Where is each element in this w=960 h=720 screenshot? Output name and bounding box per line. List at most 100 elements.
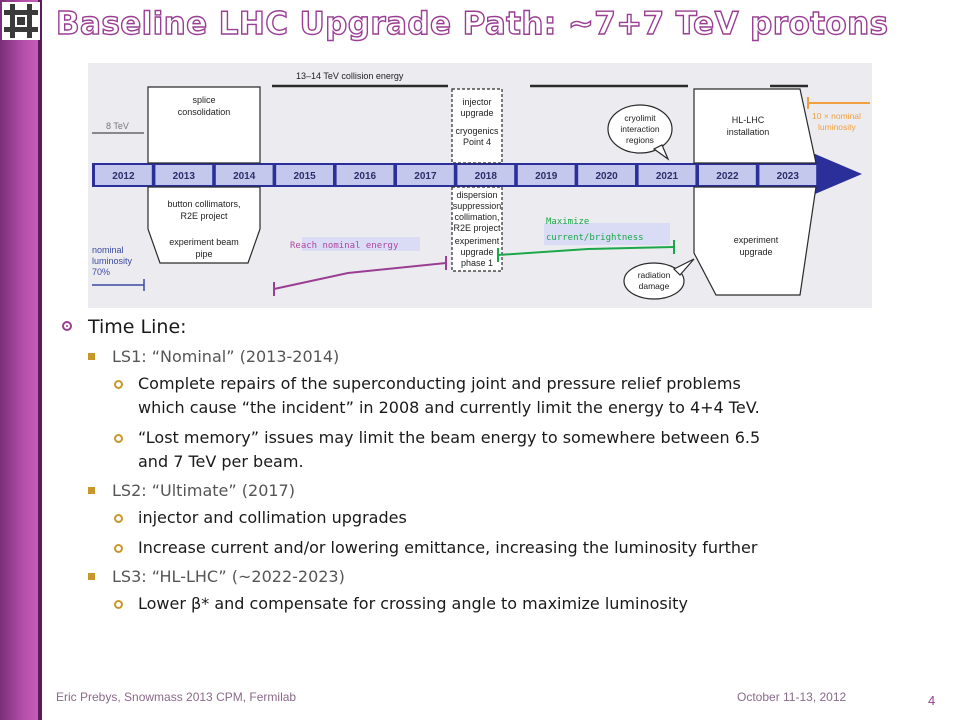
year-label-2021: 2021 xyxy=(656,171,679,182)
ls1-label: LS1: “Nominal” (2013-2014) xyxy=(112,347,340,366)
ls1-shutdown-lower xyxy=(147,186,261,264)
ls1-shutdown-box xyxy=(147,86,261,164)
ls2-top-label-3: cryogenics xyxy=(455,126,499,136)
left-decor-bar xyxy=(0,0,42,720)
year-label-2014: 2014 xyxy=(233,171,256,182)
ls2-item-2: Increase current and/or lowering emittan… xyxy=(62,536,942,560)
ls2-bottom-label-7: phase 1 xyxy=(461,258,493,268)
top-energy-label: 13–14 TeV collision energy xyxy=(296,71,404,81)
ls3-top-label-2: installation xyxy=(727,127,770,137)
bullet-ls1: LS1: “Nominal” (2013-2014) xyxy=(62,347,942,366)
ls3-label: LS3: “HL-LHC” (~2022-2023) xyxy=(112,567,345,586)
radiation-label-2: damage xyxy=(639,281,670,291)
ls1-bottom-label-1: button collimators, xyxy=(167,199,240,209)
ten-nominal-label-2: luminosity xyxy=(818,122,857,132)
ls1-bottom-label-2: R2E project xyxy=(180,211,228,221)
year-label-2015: 2015 xyxy=(293,171,316,182)
ring-bullet-icon xyxy=(114,514,123,523)
year-label-2023: 2023 xyxy=(777,171,800,182)
cryolimit-label-3: regions xyxy=(626,135,654,145)
maximize-label-2: current/brightness xyxy=(546,233,644,243)
year-label-2022: 2022 xyxy=(716,171,739,182)
year-label-2020: 2020 xyxy=(595,171,618,182)
bullet-ls2: LS2: “Ultimate” (2017) xyxy=(62,481,942,500)
nominal-lumi-label-3: 70% xyxy=(92,267,110,277)
page-number: 4 xyxy=(928,693,936,708)
reach-nominal-highlight xyxy=(302,237,420,251)
maximize-highlight xyxy=(544,223,670,245)
maximize-line xyxy=(497,246,675,256)
ls2-item-2-line-1: Increase current and/or lowering emittan… xyxy=(138,538,758,557)
year-label-2013: 2013 xyxy=(173,171,196,182)
ls2-bottom-label-6: upgrade xyxy=(460,247,493,257)
fermilab-logo xyxy=(2,2,40,40)
bullet-time-line: Time Line: xyxy=(62,316,942,338)
radiation-bubble-tail xyxy=(672,258,695,276)
year-label-2019: 2019 xyxy=(535,171,558,182)
cryolimit-bubble-tail xyxy=(652,144,670,161)
radiation-bubble xyxy=(623,262,685,300)
nominal-lumi-label-2: luminosity xyxy=(92,256,133,266)
ls2-top-label-4: Point 4 xyxy=(463,137,491,147)
ring-bullet-icon xyxy=(114,380,123,389)
ls2-label: LS2: “Ultimate” (2017) xyxy=(112,481,295,500)
year-cell-2020 xyxy=(578,165,635,185)
left-bar-stripe xyxy=(38,0,42,720)
cryolimit-label-1: cryolimit xyxy=(624,113,656,123)
year-cell-2018 xyxy=(457,165,515,185)
ls1-bottom-label-3: experiment beam xyxy=(169,237,239,247)
ls1-item-2: “Lost memory” issues may limit the beam … xyxy=(62,426,942,474)
ls2-bottom-label-4: R2E project xyxy=(453,223,501,233)
ls2-item-1: injector and collimation upgrades xyxy=(62,506,942,530)
footer-date: October 11-13, 2012 xyxy=(737,690,847,704)
bullet-ls3: LS3: “HL-LHC” (~2022-2023) xyxy=(62,567,942,586)
ls3-item-1-line-1: Lower β* and compensate for crossing ang… xyxy=(138,594,688,613)
year-cell-2023 xyxy=(759,165,817,185)
ls3-shutdown-box xyxy=(693,88,817,164)
ls2-item-1-line-1: injector and collimation upgrades xyxy=(138,508,407,527)
square-bullet-icon xyxy=(88,573,95,580)
time-line-heading: Time Line: xyxy=(88,316,187,338)
year-label-2016: 2016 xyxy=(354,171,377,182)
ring-bullet-icon xyxy=(114,600,123,609)
ls3-shutdown-lower xyxy=(693,186,817,296)
ls2-bottom-label-2: suppression xyxy=(453,201,502,211)
timeline-arrow-head xyxy=(808,151,862,197)
footer-author: Eric Prebys, Snowmass 2013 CPM, Fermilab xyxy=(56,690,297,704)
year-cell-2021 xyxy=(638,165,696,185)
ls3-bottom-label-1: experiment xyxy=(734,235,779,245)
cryolimit-label-2: interaction xyxy=(620,124,659,134)
cryolimit-bubble xyxy=(607,104,673,154)
bullet-marker-icon xyxy=(62,321,72,331)
year-cell-2016 xyxy=(336,165,394,185)
ls1-top-label-2: consolidation xyxy=(178,107,231,117)
left-energy-label: 8 TeV xyxy=(106,121,129,131)
ls3-item-1: Lower β* and compensate for crossing ang… xyxy=(62,592,942,616)
ls2-bottom-label-3: collimation, xyxy=(454,212,499,222)
bullet-content: Time Line: LS1: “Nominal” (2013-2014) Co… xyxy=(62,316,942,622)
nominal-lumi-label-1: nominal xyxy=(92,245,124,255)
square-bullet-icon xyxy=(88,487,95,494)
slide-title: Baseline LHC Upgrade Path: ~7+7 TeV prot… xyxy=(55,5,889,42)
year-label-2017: 2017 xyxy=(414,171,437,182)
ls1-item-1-line-1: Complete repairs of the superconducting … xyxy=(138,374,741,393)
ls3-bottom-label-2: upgrade xyxy=(739,247,772,257)
reach-nominal-label: Reach nominal energy xyxy=(290,241,399,251)
ten-nominal-label-1: 10 × nominal xyxy=(812,111,861,121)
square-bullet-icon xyxy=(88,353,95,360)
ls1-bottom-label-4: pipe xyxy=(195,249,212,259)
ls2-bottom-label-5: experiment xyxy=(455,236,500,246)
radiation-label-1: radiation xyxy=(638,270,671,280)
ls2-shutdown-lower xyxy=(451,186,503,272)
year-cell-2022 xyxy=(699,165,756,185)
year-cell-2012 xyxy=(95,165,152,185)
ls1-item-2-line-2: and 7 TeV per beam. xyxy=(138,452,304,471)
ls2-bottom-label-1: dispersion xyxy=(456,190,497,200)
reach-nominal-line xyxy=(273,262,447,290)
year-cell-2014 xyxy=(215,165,273,185)
ls3-top-label-1: HL-LHC xyxy=(732,115,765,125)
year-cell-2019 xyxy=(517,165,575,185)
year-label-2018: 2018 xyxy=(475,171,498,182)
ring-bullet-icon xyxy=(114,434,123,443)
